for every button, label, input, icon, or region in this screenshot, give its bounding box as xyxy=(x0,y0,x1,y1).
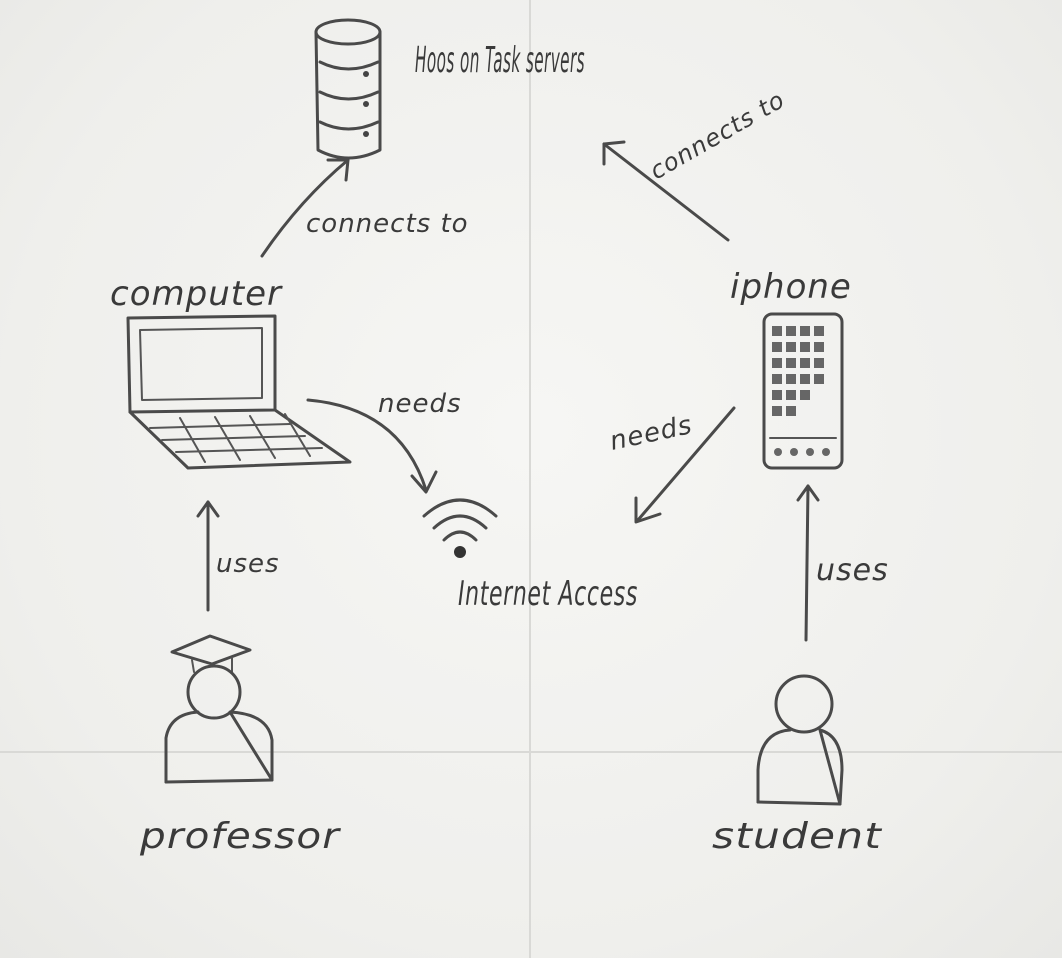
iphone-label: iphone xyxy=(730,267,852,307)
arrow-student-to-iphone xyxy=(796,484,820,642)
edge-label-professor-computer: uses xyxy=(216,549,280,579)
server-icon xyxy=(314,18,382,160)
edge-label-iphone-internet: needs xyxy=(607,410,695,457)
student-label: student xyxy=(712,816,883,857)
edge-label-iphone-servers: connects to xyxy=(645,85,790,185)
servers-label: Hoos on Task servers xyxy=(415,40,585,81)
student-icon xyxy=(756,674,844,806)
computer-label: computer xyxy=(110,274,283,314)
arrow-computer-to-servers xyxy=(260,158,350,258)
edge-label-computer-servers: connects to xyxy=(306,209,469,239)
arrow-professor-to-computer xyxy=(196,500,220,612)
edge-label-student-iphone: uses xyxy=(816,553,889,588)
professor-icon xyxy=(164,634,274,784)
arrow-computer-to-internet xyxy=(306,398,438,494)
wifi-icon xyxy=(422,498,498,558)
professor-label: professor xyxy=(139,816,341,857)
arrow-iphone-to-internet xyxy=(634,406,736,524)
edge-label-computer-internet: needs xyxy=(378,389,462,419)
laptop-icon xyxy=(126,314,352,470)
internet-label: Internet Access xyxy=(458,574,638,614)
arrow-iphone-to-servers xyxy=(602,140,730,242)
smartphone-icon xyxy=(762,312,844,470)
servers-label-text: Hoos on Task servers xyxy=(415,40,585,81)
